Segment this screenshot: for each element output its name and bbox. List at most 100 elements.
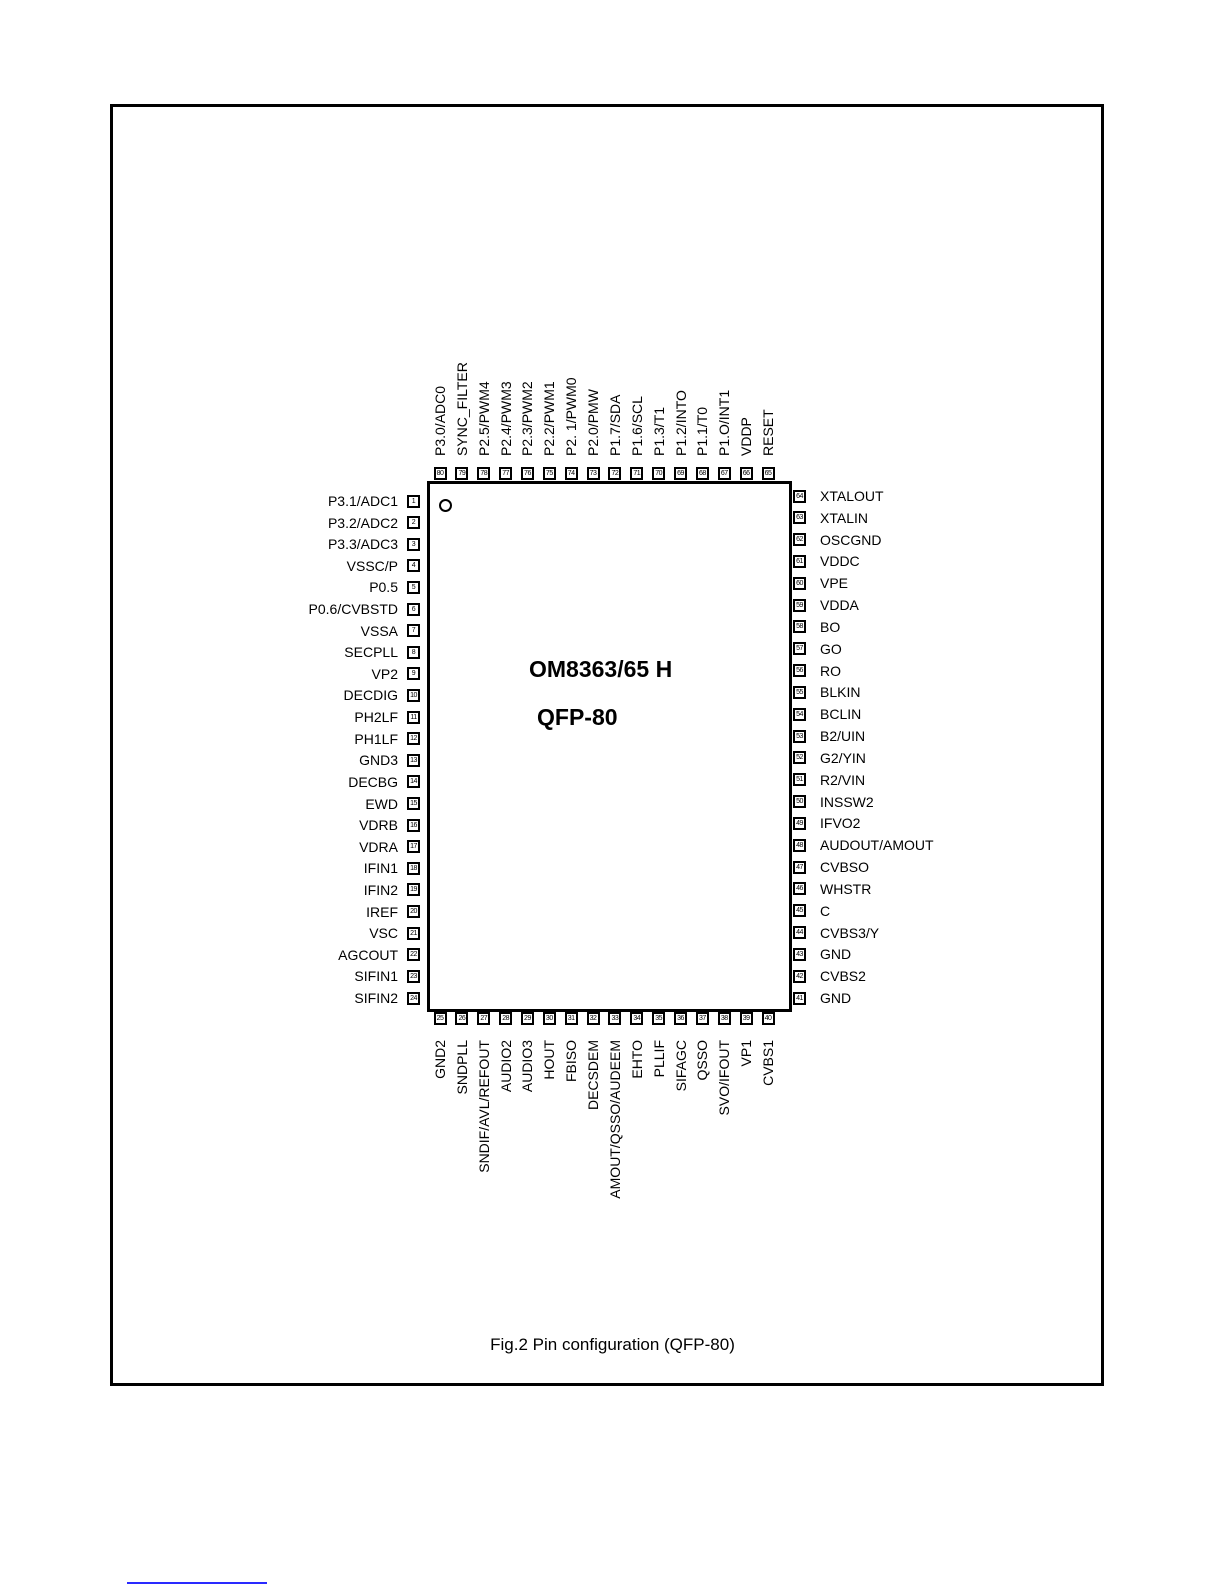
pin-number: 60 [793,576,806,590]
pin-number: 80 [433,467,447,480]
pin-label: GND [820,990,852,1006]
pin-number: 74 [564,467,578,480]
pin-label: P1.1/T0 [694,406,711,456]
pin-label: P3.3/ADC3 [327,536,398,553]
pin-label: AMOUT/QSSO/AUDEEM [606,1040,623,1199]
pin-number: 42 [793,969,806,983]
pin-number: 55 [793,685,806,699]
pin-label: BCLIN [820,706,862,723]
pin-number: 69 [674,467,688,480]
pin-label: DECDIG [343,687,398,704]
pin-number: 52 [793,751,806,765]
pin-number: 25 [433,1012,447,1025]
pin-label: INSSW2 [820,793,874,810]
pin-label: GND2 [432,1040,448,1079]
pin-label: GND3 [359,752,398,769]
pin-number: 30 [542,1012,556,1025]
pin-label: FBISO [563,1040,580,1083]
package-label: QFP-80 [537,704,618,730]
pin-label: VSSC/P [346,557,398,574]
pin-number: 2 [407,516,420,530]
pin-label: VDRB [359,817,398,834]
pin-number: 50 [793,795,806,809]
pin-label: G2/YIN [820,749,866,766]
pin-number: 19 [407,883,420,897]
figure-caption: Fig.2 Pin configuration (QFP-80) [490,1335,735,1354]
pin-number: 73 [586,467,600,480]
pin-number: 14 [407,775,420,789]
pin-label: IFIN1 [363,860,398,877]
pin-number: 68 [695,467,709,480]
pin-label: P2.3/PWM2 [519,381,536,456]
pin-number: 22 [407,948,420,962]
pin-label: CVBS3/Y [820,924,880,941]
pin-label: DECSDEM [585,1040,602,1111]
pin-label: IREF [366,903,398,920]
pin-label: IFVO2 [820,815,861,832]
pin-label: SNDPLL [453,1040,470,1095]
pin-number: 29 [520,1012,534,1025]
pin-label: P0.6/CVBSTD [308,601,398,618]
pin-number: 36 [674,1012,688,1025]
pin-number: 75 [542,467,556,480]
pin-number: 71 [630,467,644,480]
pin-label: DECBG [348,773,398,790]
pin-label: IFIN2 [363,881,398,898]
pin-label: EWD [365,795,398,812]
pin-label: CVBS1 [760,1040,776,1086]
pin-number: 61 [793,554,806,568]
pin-number: 32 [586,1012,600,1025]
pin-label: RO [820,662,841,679]
pin-label: P2.2/PWM1 [541,381,558,456]
pin-number: 59 [793,598,806,612]
pin-number: 40 [761,1012,775,1025]
pin-number: 13 [407,753,420,767]
part-number-label: OM8363/65 H [529,656,673,682]
pin-number: 1 [407,494,420,508]
pin-label: C [820,902,831,919]
pin-number: 12 [407,732,420,746]
pin-label: XTALOUT [820,488,884,504]
pin-number: 38 [717,1012,731,1025]
pin-label: QSSO [694,1040,711,1081]
pin-number: 11 [407,710,420,724]
pin-number: 35 [652,1012,666,1025]
pin-label: P3.1/ADC1 [327,493,398,509]
pin-label: SVO/IFOUT [716,1040,733,1116]
pin-label: VDRA [359,838,398,855]
pin1-marker-icon [439,499,452,512]
pin-number: 41 [793,991,806,1005]
pin-number: 21 [407,926,420,940]
pin-label: PH1LF [354,730,398,747]
pin-number: 5 [407,580,420,594]
pin-number: 77 [499,467,513,480]
pin-number: 7 [407,624,420,638]
pin-number: 39 [739,1012,753,1025]
pin-label: VP2 [371,665,398,682]
pin-label: CVBSO [820,859,870,876]
pin-label: P2. 1/PWM0 [563,377,580,456]
pin-number: 8 [407,645,420,659]
pin-number: 72 [608,467,622,480]
pin-label: P3.0/ADC0 [432,385,448,456]
pin-label: SECPLL [344,644,398,661]
pin-number: 23 [407,969,420,983]
pin-number: 34 [630,1012,644,1025]
pin-label: SIFIN1 [354,968,398,985]
pin-label: BLKIN [820,684,861,701]
pin-number: 63 [793,511,806,525]
pin-number: 48 [793,838,806,852]
pin-label: OSCGND [820,531,882,548]
pin-label: VDDP [738,417,755,456]
pin-number: 49 [793,816,806,830]
pin-label: CVBS2 [820,968,866,985]
pin-number: 18 [407,861,420,875]
pin-number: 51 [793,773,806,787]
pin-label: VDDA [820,597,859,614]
pin-number: 45 [793,904,806,918]
pin-label: VSSA [360,622,398,639]
pin-number: 28 [499,1012,513,1025]
pin-label: AUDIO2 [497,1040,514,1093]
pin-number: 46 [793,882,806,896]
